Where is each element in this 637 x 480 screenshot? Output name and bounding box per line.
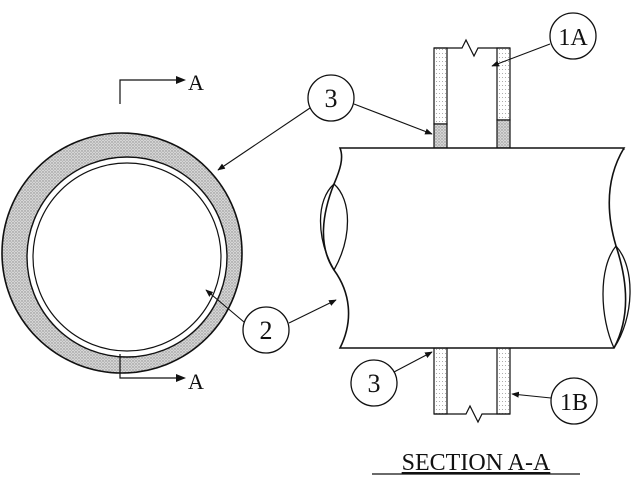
wall-bottom: [433, 347, 511, 424]
callout-3-bottom-label: 3: [368, 369, 381, 398]
section-letter-top: A: [188, 70, 204, 95]
wall-top: [433, 38, 511, 149]
callout-3-top-label: 3: [325, 84, 338, 113]
sleeve-ring-inner: [32, 162, 222, 352]
callout-1b-label: 1B: [560, 390, 588, 416]
section-marker-top: A: [119, 70, 204, 104]
section-marker-bottom: A: [119, 354, 204, 394]
callout-1a-label: 1A: [558, 25, 588, 51]
callout-3-top: 3: [217, 74, 433, 171]
section-letter-bottom: A: [188, 369, 204, 394]
callout-2: 2: [205, 289, 337, 354]
pipe-cross-section: [1, 132, 243, 374]
callout-3-bottom: 3: [350, 351, 433, 407]
pipe-side-view: [319, 147, 631, 349]
callout-1a: 1A: [491, 12, 597, 67]
callout-1b: 1B: [511, 377, 598, 425]
section-caption: SECTION A-A: [402, 450, 551, 476]
callout-2-label: 2: [260, 316, 273, 345]
